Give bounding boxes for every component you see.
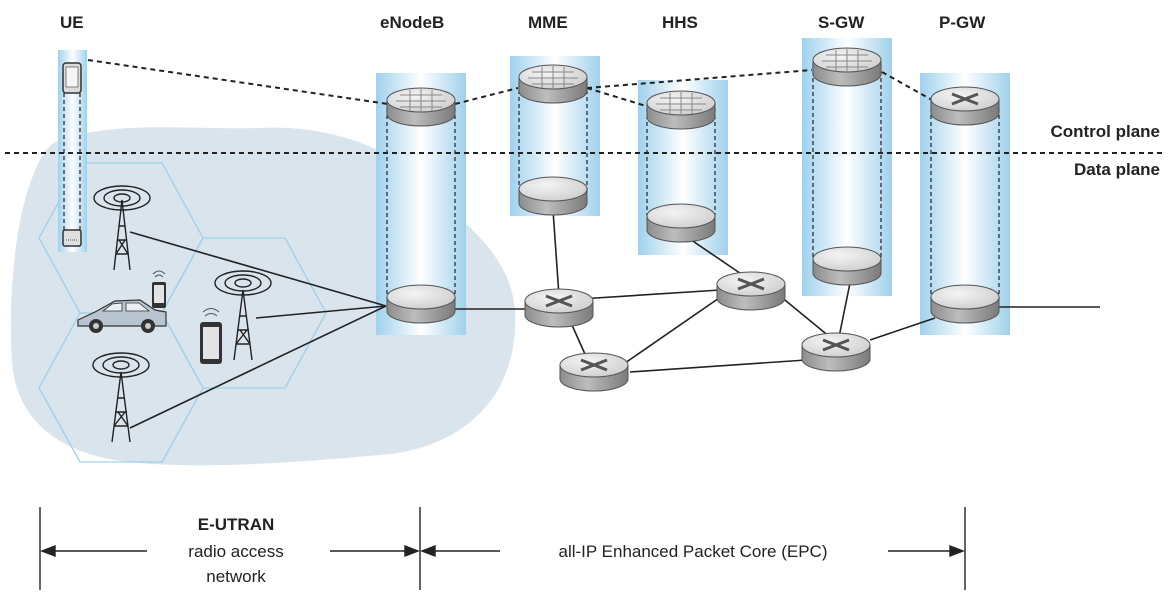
data-plane-label: Data plane <box>1074 160 1160 179</box>
header-mme: MME <box>528 13 568 32</box>
core-router-1 <box>524 288 594 328</box>
core-router-2 <box>716 271 786 311</box>
cell-tower-icon <box>93 185 151 271</box>
mme-control-router <box>518 64 588 104</box>
span-markers <box>39 507 966 590</box>
header-hhs: HHS <box>662 13 698 32</box>
mme-data-router <box>518 176 588 216</box>
cell-tower-icon <box>92 352 150 443</box>
sgw-control-router <box>812 47 882 87</box>
ue-phone-icon <box>62 62 82 94</box>
enodeb-data-router <box>386 284 456 324</box>
car-icon <box>77 299 167 333</box>
header-pgw: P-GW <box>939 13 986 32</box>
mobile-phone-icon <box>200 308 222 364</box>
hhs-control-router <box>646 90 716 130</box>
mobile-phone-icon <box>152 270 166 308</box>
eutran-line3: network <box>206 567 266 586</box>
sgw-data-router <box>812 246 882 286</box>
column-dashed-links <box>63 64 1000 298</box>
eutran-span-arrow <box>40 544 420 558</box>
header-ue: UE <box>60 13 84 32</box>
core-router-4 <box>801 332 871 372</box>
enodeb-control-router <box>386 87 456 127</box>
cell-tower-icon <box>214 270 272 361</box>
eutran-title: E-UTRAN <box>198 515 275 534</box>
epc-label: all-IP Enhanced Packet Core (EPC) <box>559 542 828 561</box>
control-plane-label: Control plane <box>1050 122 1160 141</box>
ue-phone-bottom-icon <box>62 229 82 247</box>
hhs-data-router <box>646 203 716 243</box>
eutran-line2: radio access <box>188 542 283 561</box>
header-sgw: S-GW <box>818 13 865 32</box>
pgw-data-router <box>930 284 1000 324</box>
pgw-control-router <box>930 86 1000 126</box>
core-router-3 <box>559 352 629 392</box>
epc-span-arrow <box>420 544 965 558</box>
control-signaling-links <box>87 59 933 107</box>
header-enodeb: eNodeB <box>380 13 444 32</box>
